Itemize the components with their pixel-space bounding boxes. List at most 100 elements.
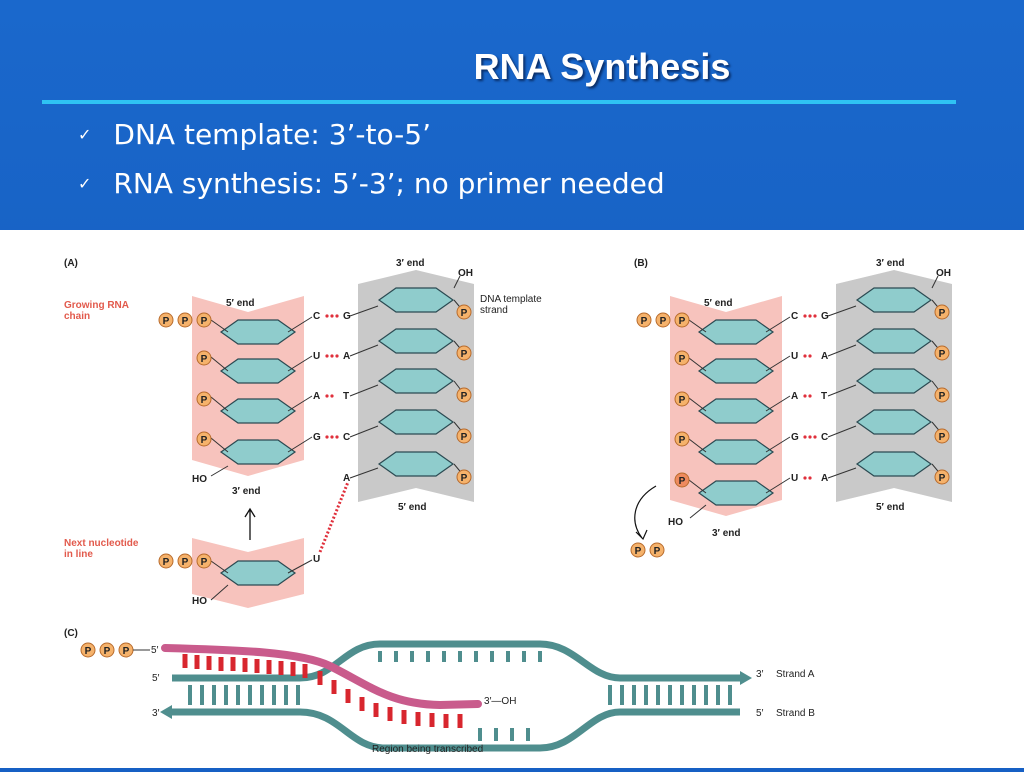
phosphate-label: P [461, 308, 468, 319]
rna-base: U [313, 351, 320, 362]
release-arrow-icon [634, 485, 657, 541]
phosphate-label: P [201, 435, 208, 446]
phosphate-label: P [104, 646, 111, 657]
growing-rna-label-2: chain [64, 311, 90, 322]
phosphate-label: P [201, 557, 208, 568]
rna-three-end-label: 3′ end [232, 486, 261, 497]
bullet-1: ✓ DNA template: 3’-to-5’ [78, 118, 431, 151]
slide-title: RNA Synthesis [473, 46, 731, 87]
bullet-text: DNA template: 3’-to-5’ [113, 118, 431, 151]
title-underline [42, 100, 956, 104]
template-three-end-label: 3′ end [396, 258, 425, 269]
rna-sugar [220, 439, 296, 465]
phosphate-label: P [461, 432, 468, 443]
phosphate-label: P [679, 435, 686, 446]
phosphate-label: P [461, 473, 468, 484]
bullet-2: ✓ RNA synthesis: 5’-3’; no primer needed [78, 167, 665, 200]
phosphate-label: P [679, 395, 686, 406]
panel-a-letter: (A) [64, 258, 78, 269]
phosphate-label: P [123, 646, 130, 657]
panel-b-letter: (B) [634, 258, 648, 269]
rna-sugar [220, 398, 296, 424]
strand-b-three-prime-label: 3′ [152, 708, 160, 719]
dna-base: T [343, 391, 349, 402]
dna-base: T [821, 391, 827, 402]
dna-base: A [343, 351, 350, 362]
checkmark-icon: ✓ [78, 125, 92, 144]
figure-svg: (A) Growing RNA chain 5′ end P P P P P P… [64, 258, 952, 755]
rna-base: G [313, 432, 321, 443]
phosphate-label: P [201, 395, 208, 406]
strand-b [172, 708, 740, 752]
phosphate-label: P [182, 316, 189, 327]
dna-template-label-2: strand [480, 305, 508, 316]
dna-rungs [188, 651, 732, 741]
phosphate-label: P [679, 476, 686, 487]
dna-base: G [343, 311, 351, 322]
arrow-up-icon [244, 507, 256, 540]
strand-a-five-prime-label: 5′ [152, 673, 160, 684]
bullet-text: RNA synthesis: 5’-3’; no primer needed [113, 167, 665, 200]
rna-base: U [791, 473, 798, 484]
dna-base: C [343, 432, 350, 443]
ho-label: HO [668, 517, 683, 528]
phosphate-label: P [939, 473, 946, 484]
phosphate-label: P [461, 391, 468, 402]
template-five-end-label: 5′ end [876, 502, 905, 513]
strand-a-label: Strand A [776, 669, 815, 680]
phosphate-label: P [939, 308, 946, 319]
rna-three-oh-label: 3′—OH [484, 696, 516, 707]
phosphate-label: P [201, 354, 208, 365]
next-base: U [313, 554, 320, 565]
panel-c-letter: (C) [64, 628, 78, 639]
panel-c: (C) P P P 5′ 5′ 3′ 3′—OH 3′ Strand A 5 [64, 628, 815, 755]
checkmark-icon: ✓ [78, 174, 92, 193]
strand-b-label: Strand B [776, 708, 815, 719]
next-ho-label: HO [192, 596, 207, 607]
dna-base: C [821, 432, 828, 443]
rna-three-end-label: 3′ end [712, 528, 741, 539]
dna-base: A [821, 351, 828, 362]
panel-a: (A) Growing RNA chain 5′ end P P P P P P… [64, 258, 542, 608]
phosphate-label: P [660, 316, 667, 327]
triphosphate: P P P [158, 312, 212, 328]
phosphate-label: P [654, 546, 661, 557]
phosphate-label: P [679, 354, 686, 365]
dna-template-label-1: DNA template [480, 294, 542, 305]
dna-base: A [821, 473, 828, 484]
rna-backbone [161, 644, 482, 710]
rna-base: C [791, 311, 798, 322]
phosphate-label: P [163, 316, 170, 327]
rna-base: U [791, 351, 798, 362]
phosphate-label: P [641, 316, 648, 327]
phosphate-label: P [939, 432, 946, 443]
next-nucleotide-label-2: in line [64, 549, 93, 560]
oh-label: OH [936, 268, 951, 279]
rna-base: A [313, 391, 320, 402]
strand-a [172, 640, 740, 682]
rna-synthesis-figure: (A) Growing RNA chain 5′ end P P P P P P… [0, 230, 1024, 768]
phosphate-label: P [635, 546, 642, 557]
phosphate-label: P [939, 391, 946, 402]
phosphate-label: P [201, 316, 208, 327]
rna-base: A [791, 391, 798, 402]
rna-sugar [220, 358, 296, 384]
dna-base: G [821, 311, 829, 322]
rna-bases-red [182, 654, 463, 728]
growing-rna-label-1: Growing RNA [64, 300, 129, 311]
pairing-dots [318, 481, 350, 553]
oh-label: OH [458, 268, 473, 279]
phosphate-label: P [939, 349, 946, 360]
rna-five-end-label: 5′ end [704, 298, 733, 309]
panel-b: (B) 5′ end P P P P P P P HO 3′ end C U A… [630, 258, 952, 558]
ho-label: HO [192, 474, 207, 485]
rna-base: G [791, 432, 799, 443]
next-nucleotide-label-1: Next nucleotide [64, 538, 139, 549]
new-phosphate [674, 472, 690, 488]
phosphate-label: P [679, 316, 686, 327]
rna-base: C [313, 311, 320, 322]
rna-five-end-label: 5′ end [226, 298, 255, 309]
rna-five-prime-label: 5′ [151, 645, 159, 656]
strand-b-end-label: 5′ [756, 708, 764, 719]
template-three-end-label: 3′ end [876, 258, 905, 269]
